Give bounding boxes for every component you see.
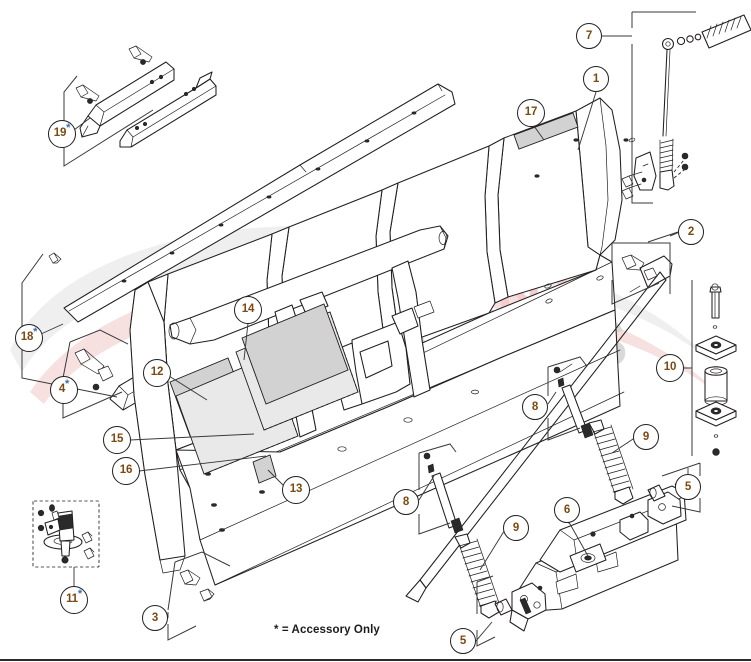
callout-number: 6 <box>563 504 571 516</box>
callout-leader-lines <box>40 35 692 642</box>
part-5-pins-left <box>476 575 532 647</box>
part-8-9-springs-right <box>547 356 637 505</box>
callout-number: 2 <box>687 226 695 238</box>
callout-number: 17 <box>524 106 538 118</box>
callout-number: 12 <box>150 366 164 378</box>
part-4-deflector-hardware <box>62 329 129 419</box>
callout-2[interactable]: 2 <box>678 219 704 245</box>
part-3-hardware-kit <box>167 551 231 641</box>
callout-19-accessory[interactable]: 19* <box>48 120 76 148</box>
callout-14[interactable]: 14 <box>234 296 262 324</box>
callout-number: 5 <box>459 635 467 647</box>
panel-13 <box>252 454 277 484</box>
callout-10[interactable]: 10 <box>656 354 684 382</box>
callout-number: 7 <box>585 30 593 42</box>
callout-number: 1 <box>592 73 600 85</box>
callout-number: 10 <box>663 361 677 373</box>
callout-number: 8 <box>402 496 410 508</box>
callout-number: 16 <box>119 464 133 476</box>
callout-number: 19 <box>53 127 67 139</box>
part-11-accessory-kit <box>32 500 100 587</box>
accessory-footnote: * = Accessory Only <box>274 624 380 636</box>
callout-number: 14 <box>241 303 255 315</box>
callout-9[interactable]: 9 <box>503 515 529 541</box>
part-7-blade-marker-kit <box>603 11 751 204</box>
callout-6[interactable]: 6 <box>554 497 580 523</box>
callout-12[interactable]: 12 <box>143 359 171 387</box>
callout-18-accessory[interactable]: 18* <box>15 324 43 352</box>
callout-3[interactable]: 3 <box>142 605 168 631</box>
callout-number: 9 <box>512 522 520 534</box>
part-17-reflector <box>513 112 579 150</box>
bottom-divider <box>0 659 751 661</box>
callout-8[interactable]: 8 <box>393 489 419 515</box>
part-12-15-16-wear-panels <box>169 303 359 484</box>
callout-15[interactable]: 15 <box>103 426 131 454</box>
callout-number: 3 <box>151 612 159 624</box>
callout-9[interactable]: 9 <box>633 424 659 450</box>
accessory-asterisk: * <box>65 378 70 390</box>
callout-5[interactable]: 5 <box>450 628 476 654</box>
callout-number: 13 <box>289 483 303 495</box>
callout-number: 8 <box>531 401 539 413</box>
callout-4-accessory[interactable]: 4* <box>50 376 78 404</box>
callout-13[interactable]: 13 <box>282 476 310 504</box>
callout-1[interactable]: 1 <box>583 66 609 92</box>
callout-number: 5 <box>684 481 692 493</box>
callout-5[interactable]: 5 <box>675 474 701 500</box>
callout-7[interactable]: 7 <box>576 23 602 49</box>
callout-16[interactable]: 16 <box>112 457 140 485</box>
accessory-asterisk: * <box>77 588 82 600</box>
part-19-curb-guards <box>63 45 217 167</box>
callout-number: 11 <box>66 593 78 605</box>
callout-number: 9 <box>642 431 650 443</box>
callout-17[interactable]: 17 <box>517 99 545 127</box>
callout-8[interactable]: 8 <box>522 394 548 420</box>
callout-number: 18 <box>20 331 34 343</box>
accessory-asterisk: * <box>33 326 38 338</box>
callout-number: 15 <box>110 433 124 445</box>
callout-11-accessory[interactable]: 11* <box>60 586 88 614</box>
accessory-asterisk: * <box>66 122 71 134</box>
